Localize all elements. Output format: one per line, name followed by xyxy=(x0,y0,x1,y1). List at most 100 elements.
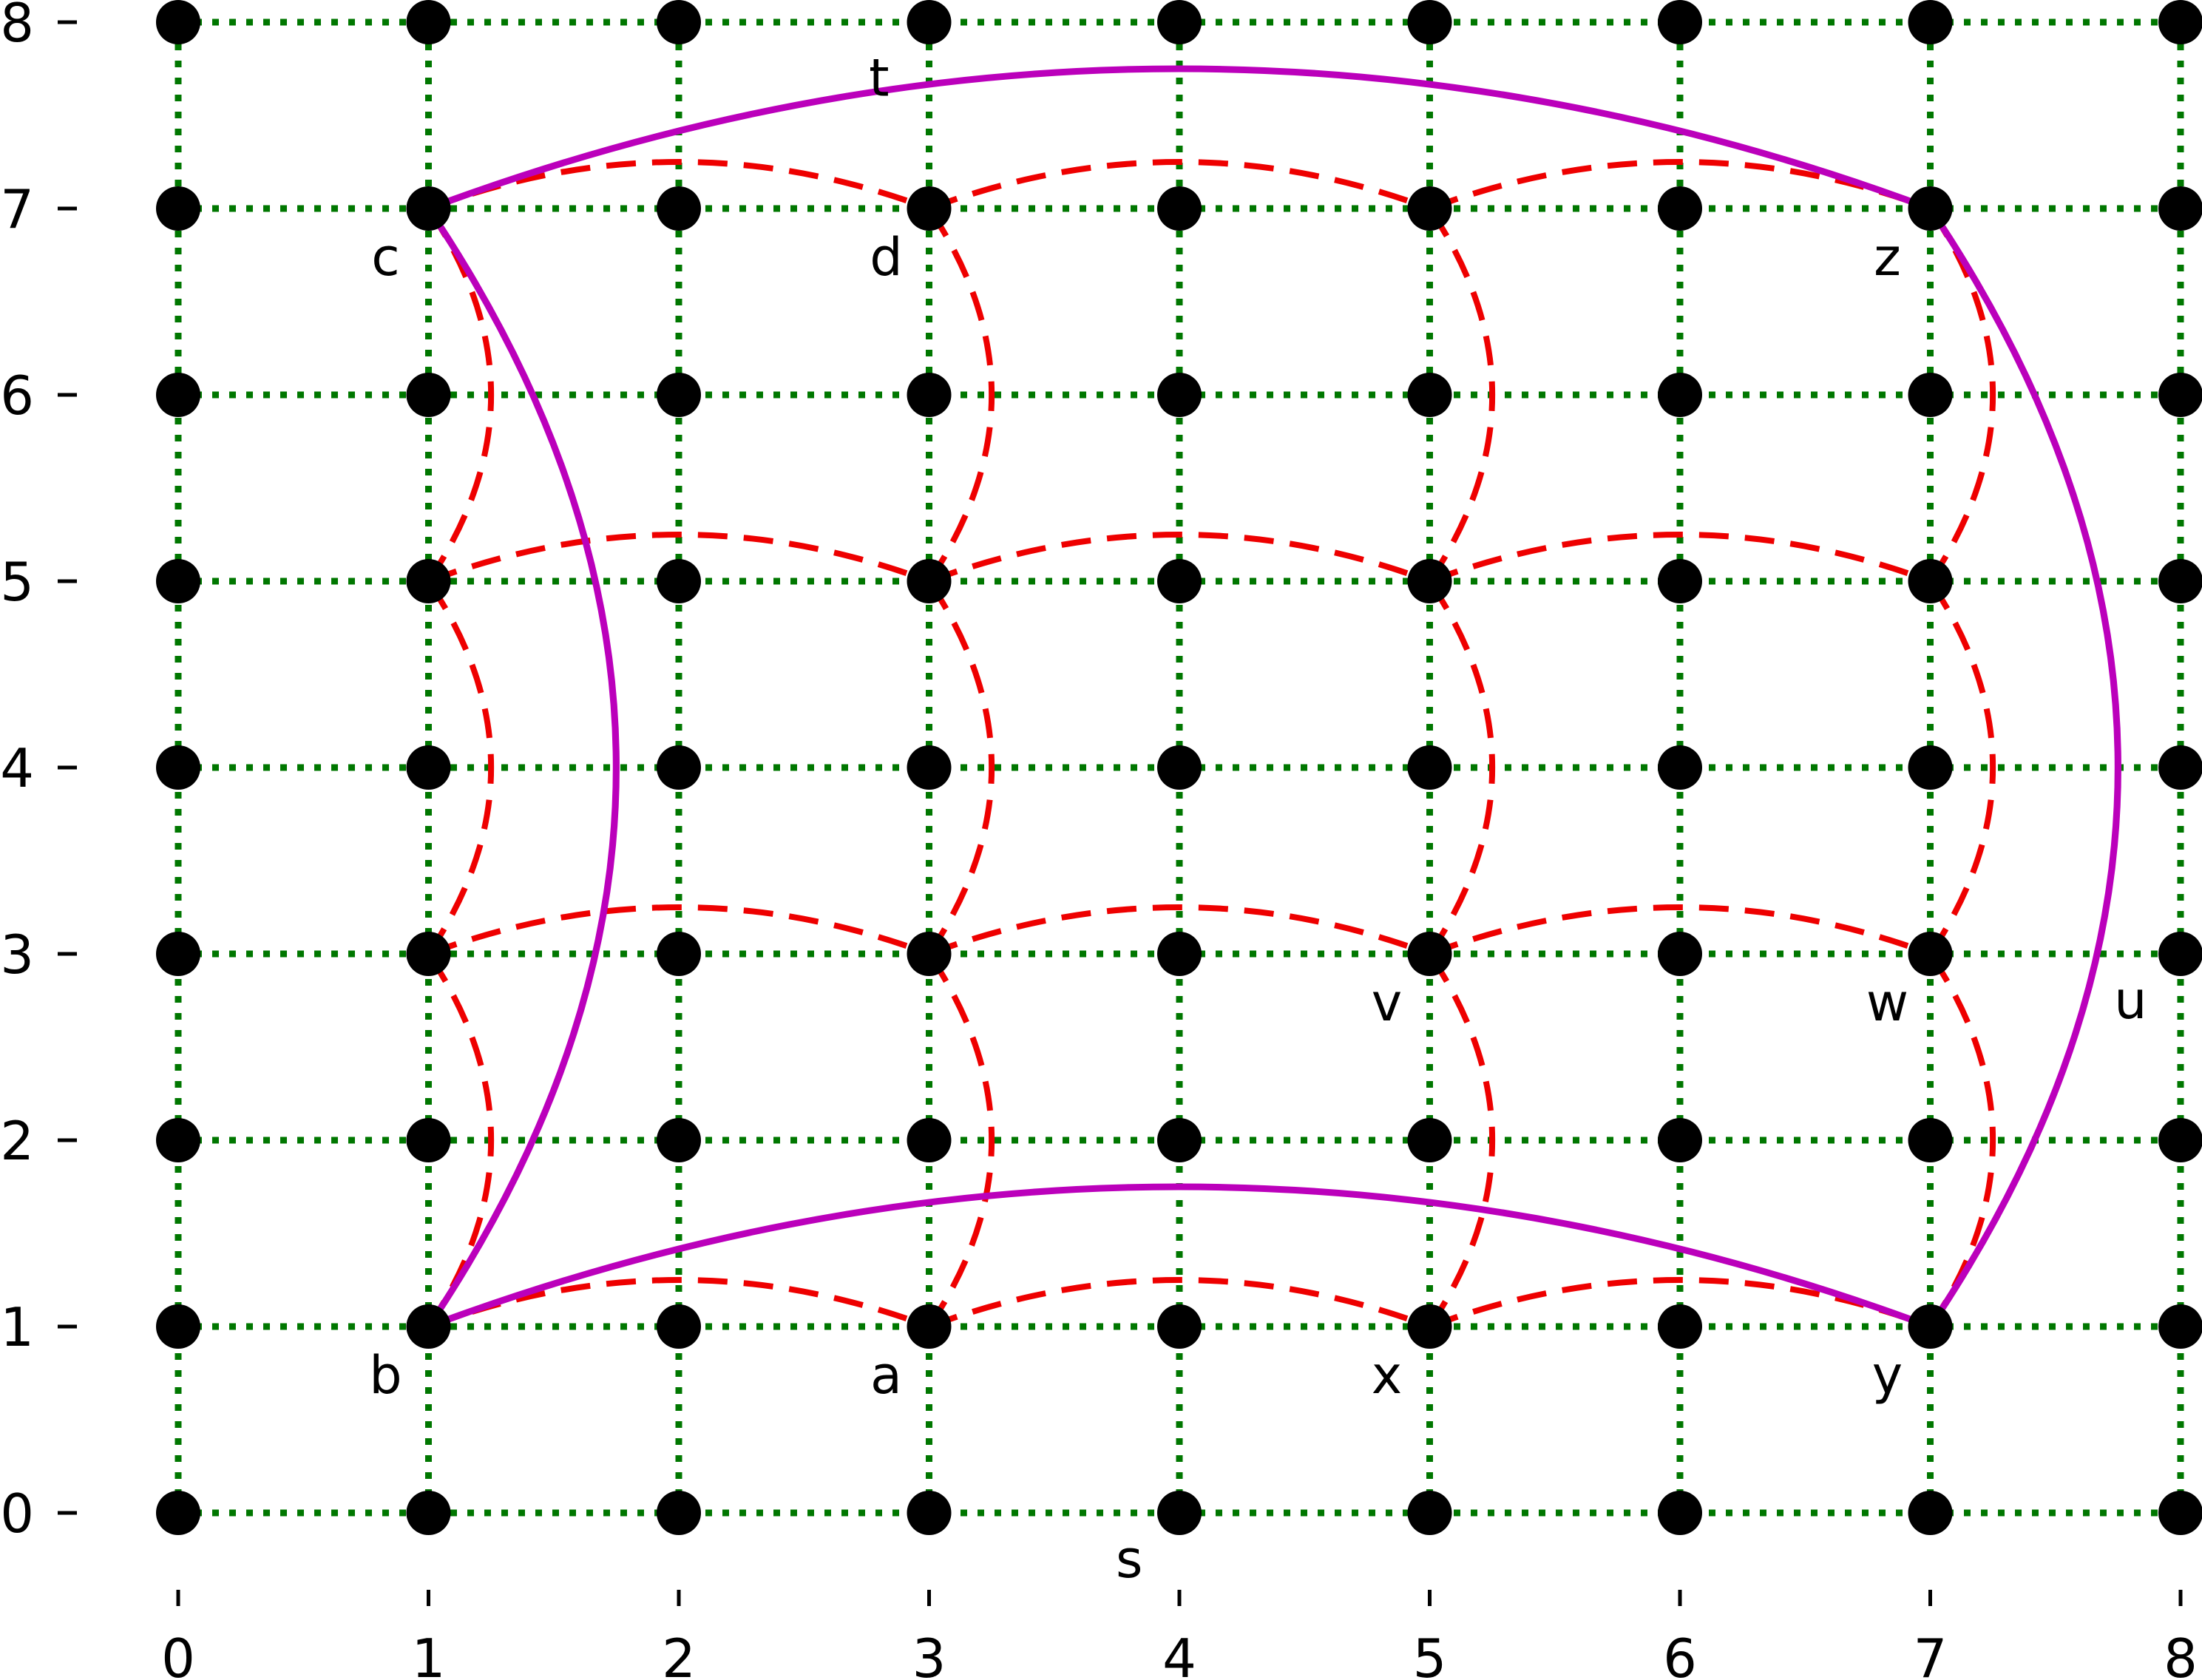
lattice-point xyxy=(907,0,952,44)
x-tick-label: 3 xyxy=(912,1628,946,1680)
lattice-point xyxy=(657,1304,701,1349)
lattice-point xyxy=(907,1304,952,1349)
point-label-b: b xyxy=(369,1345,402,1406)
lattice-point xyxy=(657,0,701,44)
lattice-point xyxy=(156,559,200,603)
x-tick-label: 2 xyxy=(662,1628,696,1680)
lattice-point xyxy=(1908,1304,1953,1349)
red-dashed-arc xyxy=(1427,579,1496,956)
lattice-point xyxy=(907,932,952,976)
lattice-point xyxy=(1157,1118,1202,1162)
lattice-point xyxy=(1407,745,1452,790)
lattice-point xyxy=(1908,0,1953,44)
lattice-point xyxy=(657,186,701,231)
lattice-point xyxy=(1157,559,1202,603)
x-tick-label: 6 xyxy=(1663,1628,1697,1680)
lattice-point xyxy=(2158,559,2202,603)
lattice-point xyxy=(406,559,451,603)
point-label-x: x xyxy=(1372,1345,1402,1406)
lattice-point xyxy=(1407,559,1452,603)
x-tick-label: 5 xyxy=(1413,1628,1447,1680)
lattice-point xyxy=(1407,1491,1452,1535)
lattice-point xyxy=(907,745,952,790)
lattice-point xyxy=(1658,1304,1702,1349)
lattice-point xyxy=(2158,373,2202,417)
lattice-point xyxy=(2158,1304,2202,1349)
lattice-point xyxy=(2158,1491,2202,1535)
lattice-point xyxy=(406,932,451,976)
lattice-point xyxy=(1157,373,1202,417)
lattice-point xyxy=(1157,932,1202,976)
lattice-point xyxy=(1658,559,1702,603)
lattice-point xyxy=(2158,0,2202,44)
red-dashed-arc xyxy=(926,952,995,1329)
lattice-point xyxy=(406,1491,451,1535)
solid-magenta-arcs xyxy=(425,65,2121,1330)
y-tick-label: 0 xyxy=(0,1483,34,1545)
curve-label-u: u xyxy=(2114,970,2147,1031)
lattice-point xyxy=(1407,186,1452,231)
lattice-point xyxy=(1407,373,1452,417)
point-label-c: c xyxy=(371,227,400,288)
lattice-point xyxy=(1658,745,1702,790)
x-tick-label: 1 xyxy=(412,1628,446,1680)
lattice-point xyxy=(406,0,451,44)
lattice-point xyxy=(1407,0,1452,44)
lattice-point xyxy=(1658,373,1702,417)
lattice-point xyxy=(657,559,701,603)
lattice-point xyxy=(2158,932,2202,976)
lattice-point xyxy=(1658,1118,1702,1162)
red-dashed-arc xyxy=(426,579,495,956)
red-dashed-arc xyxy=(926,206,995,583)
lattice-point xyxy=(1658,1491,1702,1535)
lattice-point xyxy=(1407,1304,1452,1349)
point-label-w: w xyxy=(1866,972,1908,1033)
y-tick-label: 2 xyxy=(0,1110,34,1172)
red-dashed-arc xyxy=(928,1277,1431,1330)
lattice-point xyxy=(657,1491,701,1535)
lattice-point xyxy=(1908,1118,1953,1162)
red-dashed-arc xyxy=(1427,206,1496,583)
lattice-point xyxy=(1658,932,1702,976)
y-tick-label: 8 xyxy=(0,0,34,54)
lattice-point xyxy=(1908,373,1953,417)
lattice-point xyxy=(406,186,451,231)
lattice-point xyxy=(1908,1491,1953,1535)
lattice-point xyxy=(907,1118,952,1162)
lattice-point xyxy=(907,559,952,603)
y-tick-label: 5 xyxy=(0,551,34,613)
lattice-point xyxy=(406,373,451,417)
lattice-point xyxy=(406,745,451,790)
x-tick-label: 0 xyxy=(161,1628,195,1680)
lattice-point xyxy=(1157,186,1202,231)
red-dashed-arc xyxy=(1427,952,1496,1329)
lattice-point xyxy=(156,932,200,976)
red-dashed-arc xyxy=(1429,532,1931,584)
point-label-v: v xyxy=(1372,972,1402,1033)
lattice-point xyxy=(2158,745,2202,790)
lattice-point xyxy=(1908,186,1953,231)
grid-lines xyxy=(175,18,2184,1517)
curve-label-s: s xyxy=(1116,1529,1142,1590)
lattice-point xyxy=(1908,745,1953,790)
lattice-point xyxy=(2158,1118,2202,1162)
magenta-arc-top xyxy=(427,65,1932,212)
y-tick-label: 1 xyxy=(0,1296,34,1358)
lattice-point xyxy=(1658,0,1702,44)
lattice-point xyxy=(156,1118,200,1162)
lattice-point xyxy=(657,745,701,790)
lattice-point xyxy=(406,1118,451,1162)
red-dashed-arc xyxy=(928,532,1431,584)
lattice-point xyxy=(657,1118,701,1162)
red-dashed-arc xyxy=(1928,579,1996,956)
lattice-point xyxy=(657,373,701,417)
x-tick-label: 8 xyxy=(2164,1628,2198,1680)
y-tick-label: 6 xyxy=(0,365,34,427)
red-dashed-arc xyxy=(427,532,930,584)
lattice-point xyxy=(1407,932,1452,976)
magenta-arc-right xyxy=(1927,206,2121,1329)
y-tick-label: 3 xyxy=(0,924,34,986)
lattice-point xyxy=(1157,745,1202,790)
